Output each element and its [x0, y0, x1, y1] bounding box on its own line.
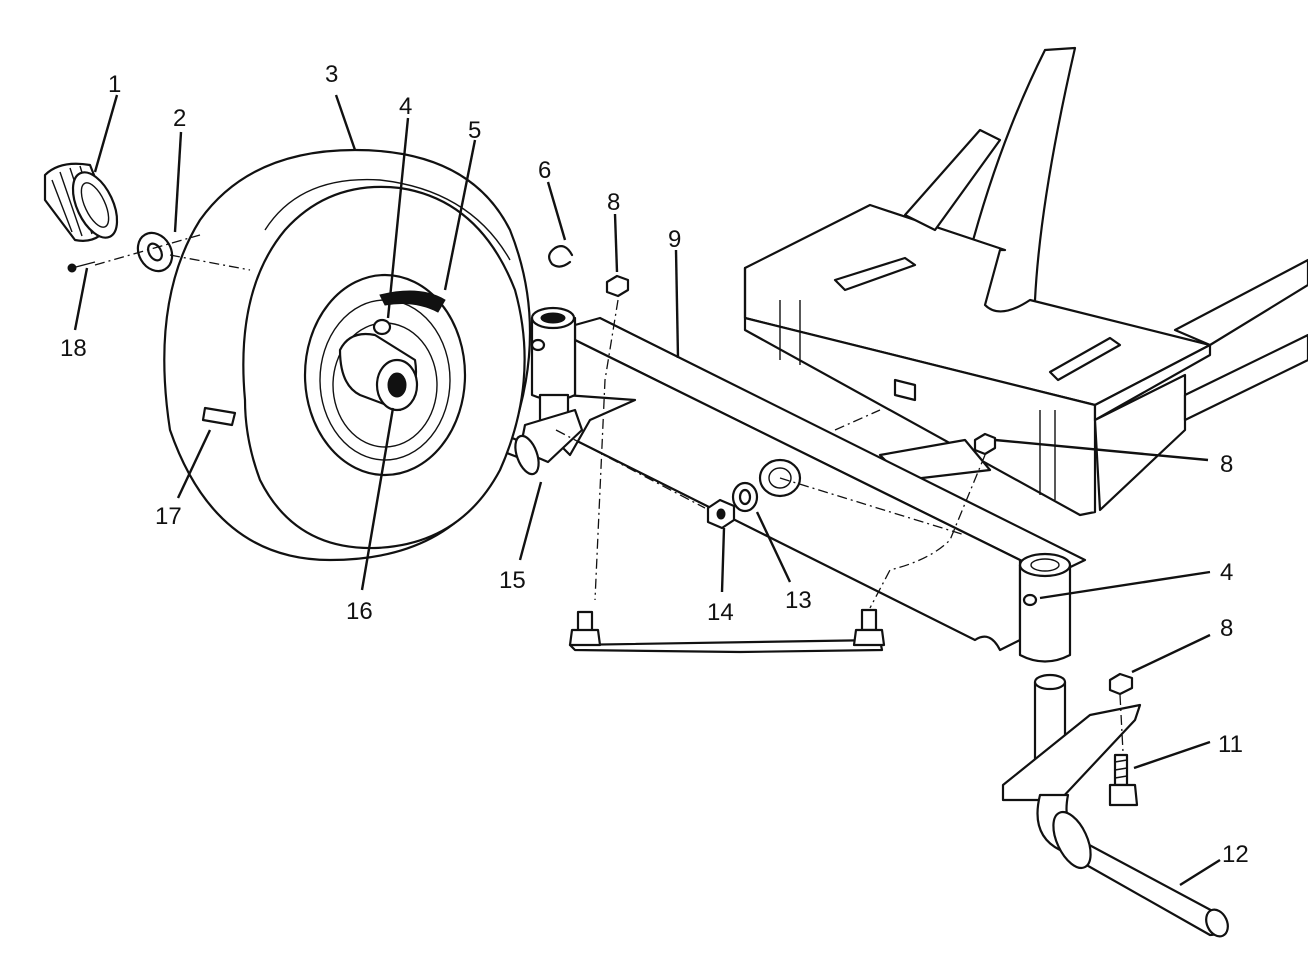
right-pivot	[1018, 552, 1072, 663]
callout-8-top: 8	[607, 189, 620, 216]
callout-16: 16	[346, 598, 373, 625]
leader-lines	[73, 94, 1221, 887]
callout-3: 3	[325, 61, 338, 88]
nut-8-lower	[1108, 672, 1134, 696]
right-spindle	[1001, 673, 1229, 938]
callout-13: 13	[785, 587, 812, 614]
callout-9: 9	[668, 226, 681, 253]
tie-rod	[568, 608, 886, 654]
callout-8-lower: 8	[1220, 615, 1233, 642]
washer-13	[731, 481, 759, 513]
washer-2	[136, 231, 174, 273]
cotter-pin-18	[67, 261, 96, 273]
callout-12: 12	[1222, 841, 1249, 868]
callout-8-frame: 8	[1220, 451, 1233, 478]
nut-14	[706, 498, 736, 530]
callout-17: 17	[155, 503, 182, 530]
callout-labels: 1 2 3 4 5 6 8 9 18 17 16 15 14 13 8 4 8 …	[60, 61, 1249, 868]
hub-cap	[43, 162, 119, 242]
callout-4-right: 4	[1220, 559, 1233, 586]
callout-14: 14	[707, 599, 734, 626]
callout-11: 11	[1218, 731, 1243, 758]
nut-8-frame	[973, 432, 997, 456]
callout-2: 2	[173, 105, 186, 132]
frame-assembly	[743, 46, 1308, 517]
callout-4-top: 4	[399, 93, 412, 120]
bolt-11	[1108, 753, 1139, 807]
callout-6: 6	[538, 157, 551, 184]
callout-18: 18	[60, 335, 87, 362]
assembly-lines	[94, 234, 1124, 753]
e-ring	[548, 245, 574, 268]
callout-15: 15	[499, 567, 526, 594]
callout-1: 1	[108, 71, 121, 98]
left-wheel	[163, 148, 532, 562]
callout-5: 5	[468, 117, 481, 144]
left-spindle	[518, 306, 584, 464]
nut-8-top	[605, 274, 630, 298]
